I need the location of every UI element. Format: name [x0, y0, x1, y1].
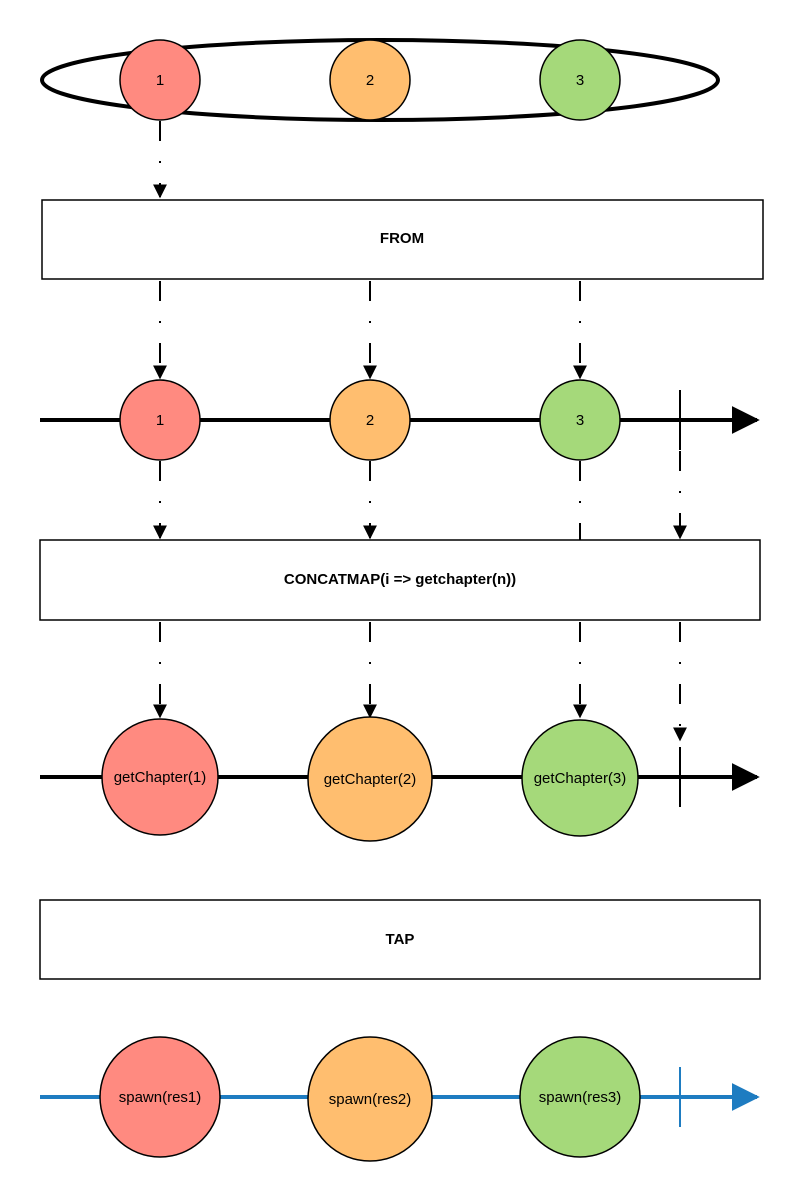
- concatmap-operator-box: CONCATMAP(i => getchapter(n)): [39, 539, 761, 621]
- stream2-item-2-label: getChapter(2): [324, 771, 417, 788]
- from-operator-label: FROM: [380, 230, 424, 247]
- stream2-item-3: getChapter(3): [521, 719, 639, 837]
- stream1-item-3: 3: [539, 379, 621, 461]
- source-item-1-label: 1: [156, 72, 164, 89]
- source-item-2-label: 2: [366, 72, 374, 89]
- stream2-item-1-label: getChapter(1): [114, 769, 207, 786]
- stream3-item-1-label: spawn(res1): [119, 1089, 202, 1106]
- stream1-item-2-label: 2: [366, 412, 374, 429]
- stream3-item-2-label: spawn(res2): [329, 1091, 412, 1108]
- stream1-item-1: 1: [119, 379, 201, 461]
- stream1-item-2: 2: [329, 379, 411, 461]
- stream3-item-3: spawn(res3): [519, 1036, 641, 1158]
- tap-operator-label: TAP: [386, 931, 415, 948]
- source-item-1: 1: [119, 39, 201, 121]
- stream2-item-1: getChapter(1): [101, 718, 219, 836]
- stream3-item-3-label: spawn(res3): [539, 1089, 622, 1106]
- stream1-item-3-label: 3: [576, 412, 584, 429]
- stream2-item-3-label: getChapter(3): [534, 770, 627, 787]
- stream3-item-2: spawn(res2): [307, 1036, 433, 1162]
- stream3-item-1: spawn(res1): [99, 1036, 221, 1158]
- stream2-item-2: getChapter(2): [307, 716, 433, 842]
- source-item-2: 2: [329, 39, 411, 121]
- tap-operator-box: TAP: [39, 899, 761, 980]
- source-item-3-label: 3: [576, 72, 584, 89]
- source-array-ellipse: [40, 38, 720, 122]
- concatmap-operator-label: CONCATMAP(i => getchapter(n)): [284, 571, 516, 588]
- from-operator-box: FROM: [41, 199, 764, 280]
- stream1-item-1-label: 1: [156, 412, 164, 429]
- source-item-3: 3: [539, 39, 621, 121]
